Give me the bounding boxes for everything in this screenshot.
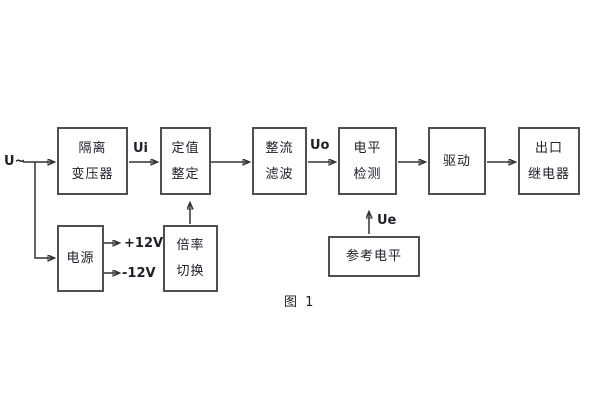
block-setting-adjustment: 定值 整定 xyxy=(160,127,211,195)
block-ratio-switching: 倍率 切换 xyxy=(163,225,218,292)
block-output-relay: 出口 继电器 xyxy=(518,127,580,195)
block-rectifier-filter-line1: 整流 xyxy=(265,140,294,156)
block-output-relay-line2: 继电器 xyxy=(527,166,570,182)
block-isolation-transformer-line1: 隔离 xyxy=(78,140,107,156)
signal-ui-label: Ui xyxy=(133,141,149,156)
block-reference-level-label: 参考电平 xyxy=(345,249,402,264)
block-ratio-switching-line1: 倍率 xyxy=(176,238,205,253)
block-rectifier-filter: 整流 滤波 xyxy=(252,127,307,195)
block-output-relay-line1: 出口 xyxy=(534,140,563,156)
source-voltage-label: U~ xyxy=(4,154,26,169)
block-rectifier-filter-line2: 滤波 xyxy=(265,166,294,182)
block-isolation-transformer: 隔离 变压器 xyxy=(57,127,128,195)
block-setting-adjustment-line1: 定值 xyxy=(171,140,200,156)
block-setting-adjustment-line2: 整定 xyxy=(171,166,200,182)
block-power-supply: 电源 xyxy=(57,225,104,292)
signal-uo-label: Uo xyxy=(310,138,330,153)
wire-source-to-power-arrow xyxy=(34,162,54,258)
block-level-detection: 电平 检测 xyxy=(338,127,397,195)
block-drive-label: 驱动 xyxy=(442,153,471,169)
power-rail-positive-label: +12V xyxy=(124,236,164,251)
figure-caption: 图 1 xyxy=(284,295,316,310)
block-drive: 驱动 xyxy=(428,127,486,195)
block-isolation-transformer-line2: 变压器 xyxy=(71,166,114,182)
block-reference-level: 参考电平 xyxy=(328,236,420,277)
block-level-detection-line2: 检测 xyxy=(353,166,382,182)
block-ratio-switching-line2: 切换 xyxy=(176,264,205,279)
signal-ue-label: Ue xyxy=(377,213,397,228)
block-power-supply-label: 电源 xyxy=(66,251,95,266)
power-rail-negative-label: -12V xyxy=(122,266,156,281)
block-level-detection-line1: 电平 xyxy=(353,140,382,156)
